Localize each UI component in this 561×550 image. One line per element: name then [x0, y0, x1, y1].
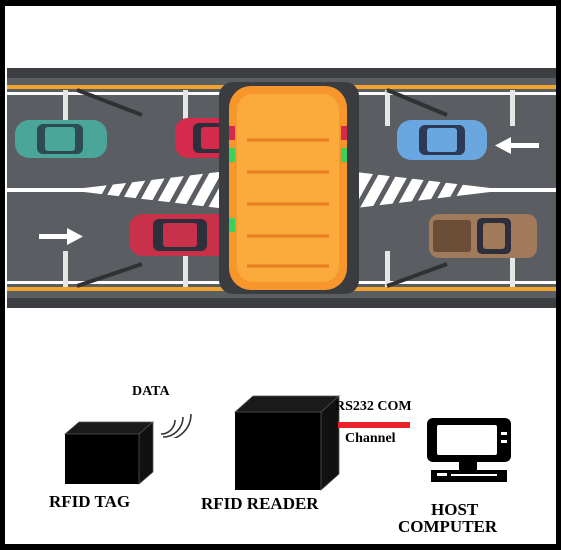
right-hatch-island — [347, 170, 507, 210]
pickup-truck-icon — [429, 214, 537, 258]
host-label-line1: HOST — [431, 500, 479, 519]
car-icon — [15, 120, 107, 158]
road-bottom-border — [7, 298, 556, 308]
figure-frame: DATA RFID TAG RFID READER RS232 COM Chan… — [5, 6, 556, 544]
car-icon — [129, 214, 237, 256]
host-label-line2: COMPUTER — [398, 517, 498, 536]
car-icon — [397, 120, 487, 160]
wifi-signal-icon — [160, 413, 192, 438]
channel-line — [338, 422, 410, 428]
arrow-right-icon — [39, 228, 83, 245]
channel-bottom-label: Channel — [345, 431, 396, 446]
barrier-arms — [76, 88, 448, 288]
toll-plaza-scene — [7, 68, 556, 308]
arrow-left-icon — [495, 137, 539, 154]
rfid-tag-label: RFID TAG — [49, 492, 131, 511]
rfid-reader-cube — [233, 395, 341, 491]
channel-top-label: RS232 COM — [335, 399, 412, 414]
lane-poles — [63, 90, 515, 287]
rfid-reader-label: RFID READER — [201, 494, 319, 513]
toll-gate-icon — [219, 82, 359, 294]
rfid-tag-cube — [63, 421, 155, 485]
road-top-border — [7, 68, 556, 78]
computer-icon — [427, 418, 511, 482]
data-label: DATA — [132, 384, 170, 399]
